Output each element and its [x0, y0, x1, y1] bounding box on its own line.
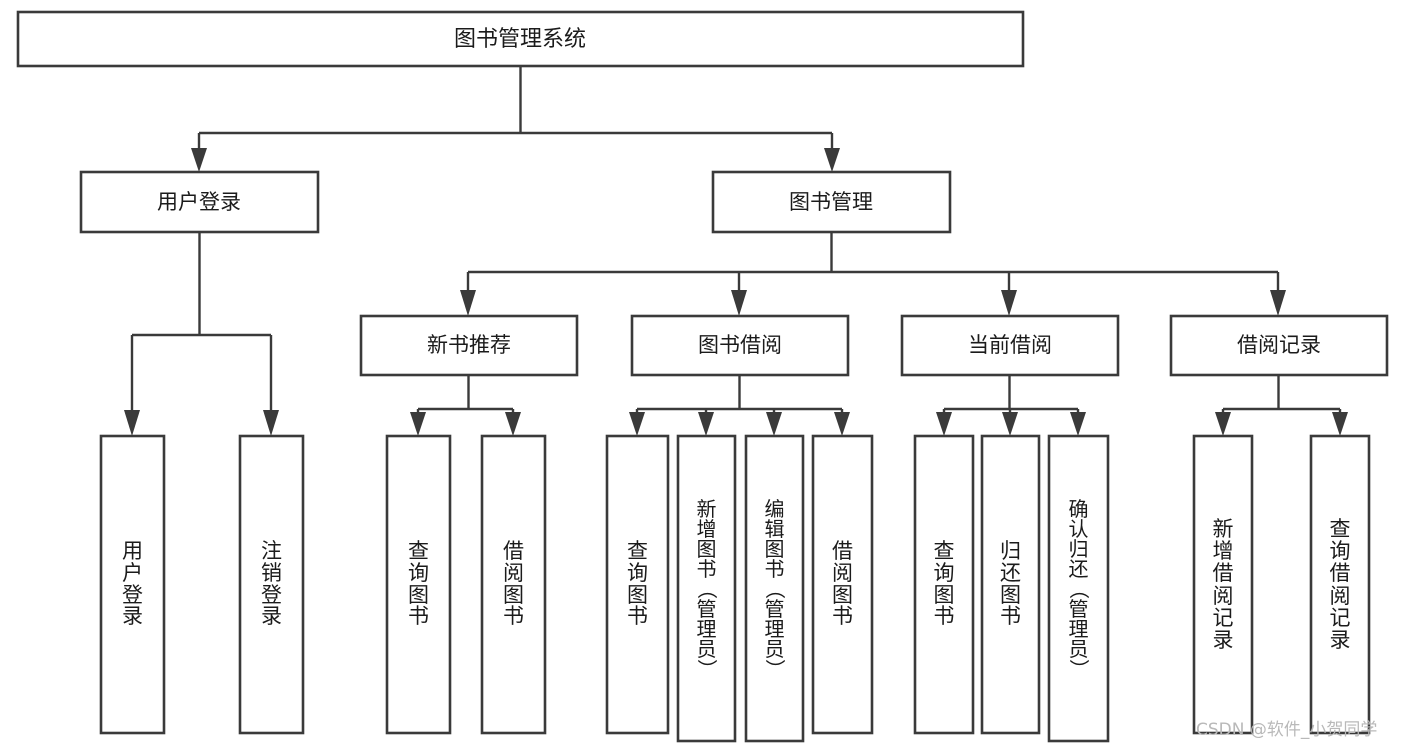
arrow-bb-add — [698, 412, 714, 436]
node-br-add[interactable] — [1192, 434, 1254, 735]
connector-layer — [124, 66, 1348, 436]
node-nbr-borrow[interactable] — [480, 434, 547, 735]
node-nbr-query[interactable] — [385, 434, 452, 735]
node-leaf-user-login[interactable] — [99, 434, 166, 735]
node-user-login-label: 用户登录 — [157, 190, 241, 214]
node-root[interactable] — [16, 10, 1025, 68]
node-book-borrow-label: 图书借阅 — [698, 333, 782, 357]
node-bb-edit[interactable] — [744, 434, 805, 743]
arrow-bb-edit — [766, 412, 782, 436]
arrow-current-borrow — [1001, 290, 1017, 316]
node-cb-query[interactable] — [913, 434, 975, 735]
arrow-bb-query — [629, 412, 645, 436]
node-root-label: 图书管理系统 — [454, 27, 586, 52]
arrow-bb-borrow — [834, 412, 850, 436]
node-cb-return[interactable] — [980, 434, 1041, 735]
arrow-cb-confirm — [1070, 412, 1086, 436]
arrow-leaf-logout — [263, 410, 279, 436]
node-user-login[interactable] — [79, 170, 320, 234]
node-bb-borrow[interactable] — [811, 434, 874, 735]
arrow-nbr-borrow — [505, 412, 521, 436]
node-new-book-rec[interactable] — [359, 314, 579, 377]
node-cb-confirm[interactable] — [1047, 434, 1110, 743]
arrow-br-add — [1215, 412, 1231, 436]
node-bb-add[interactable] — [676, 434, 737, 743]
arrow-leaf-user-login — [124, 410, 140, 436]
arrow-book-borrow — [731, 290, 747, 316]
node-borrow-record-label: 借阅记录 — [1237, 333, 1321, 357]
arrow-new-book-rec — [460, 290, 476, 316]
arrow-cb-return — [1002, 412, 1018, 436]
arrow-book-manage — [824, 148, 840, 172]
node-book-manage-label: 图书管理 — [789, 190, 873, 214]
node-book-manage[interactable] — [711, 170, 952, 234]
node-borrow-record[interactable] — [1169, 314, 1389, 377]
node-leaf-logout[interactable] — [238, 434, 305, 735]
arrow-br-query — [1332, 412, 1348, 436]
node-new-book-rec-label: 新书推荐 — [427, 333, 511, 357]
node-bb-query[interactable] — [605, 434, 670, 735]
arrow-cb-query — [936, 412, 952, 436]
node-current-borrow[interactable] — [900, 314, 1120, 377]
node-layer: 图书管理系统 用户登录 图书管理 新书推荐 图书借阅 当前借阅 借阅记录 — [16, 10, 1389, 743]
arrow-borrow-record — [1270, 290, 1286, 316]
node-br-query[interactable] — [1309, 434, 1371, 735]
node-book-borrow[interactable] — [630, 314, 850, 377]
watermark-text: CSDN @软件_小贺同学 — [1196, 720, 1378, 740]
arrow-nbr-query — [410, 412, 426, 436]
node-current-borrow-label: 当前借阅 — [968, 333, 1052, 357]
arrow-user-login — [191, 148, 207, 172]
